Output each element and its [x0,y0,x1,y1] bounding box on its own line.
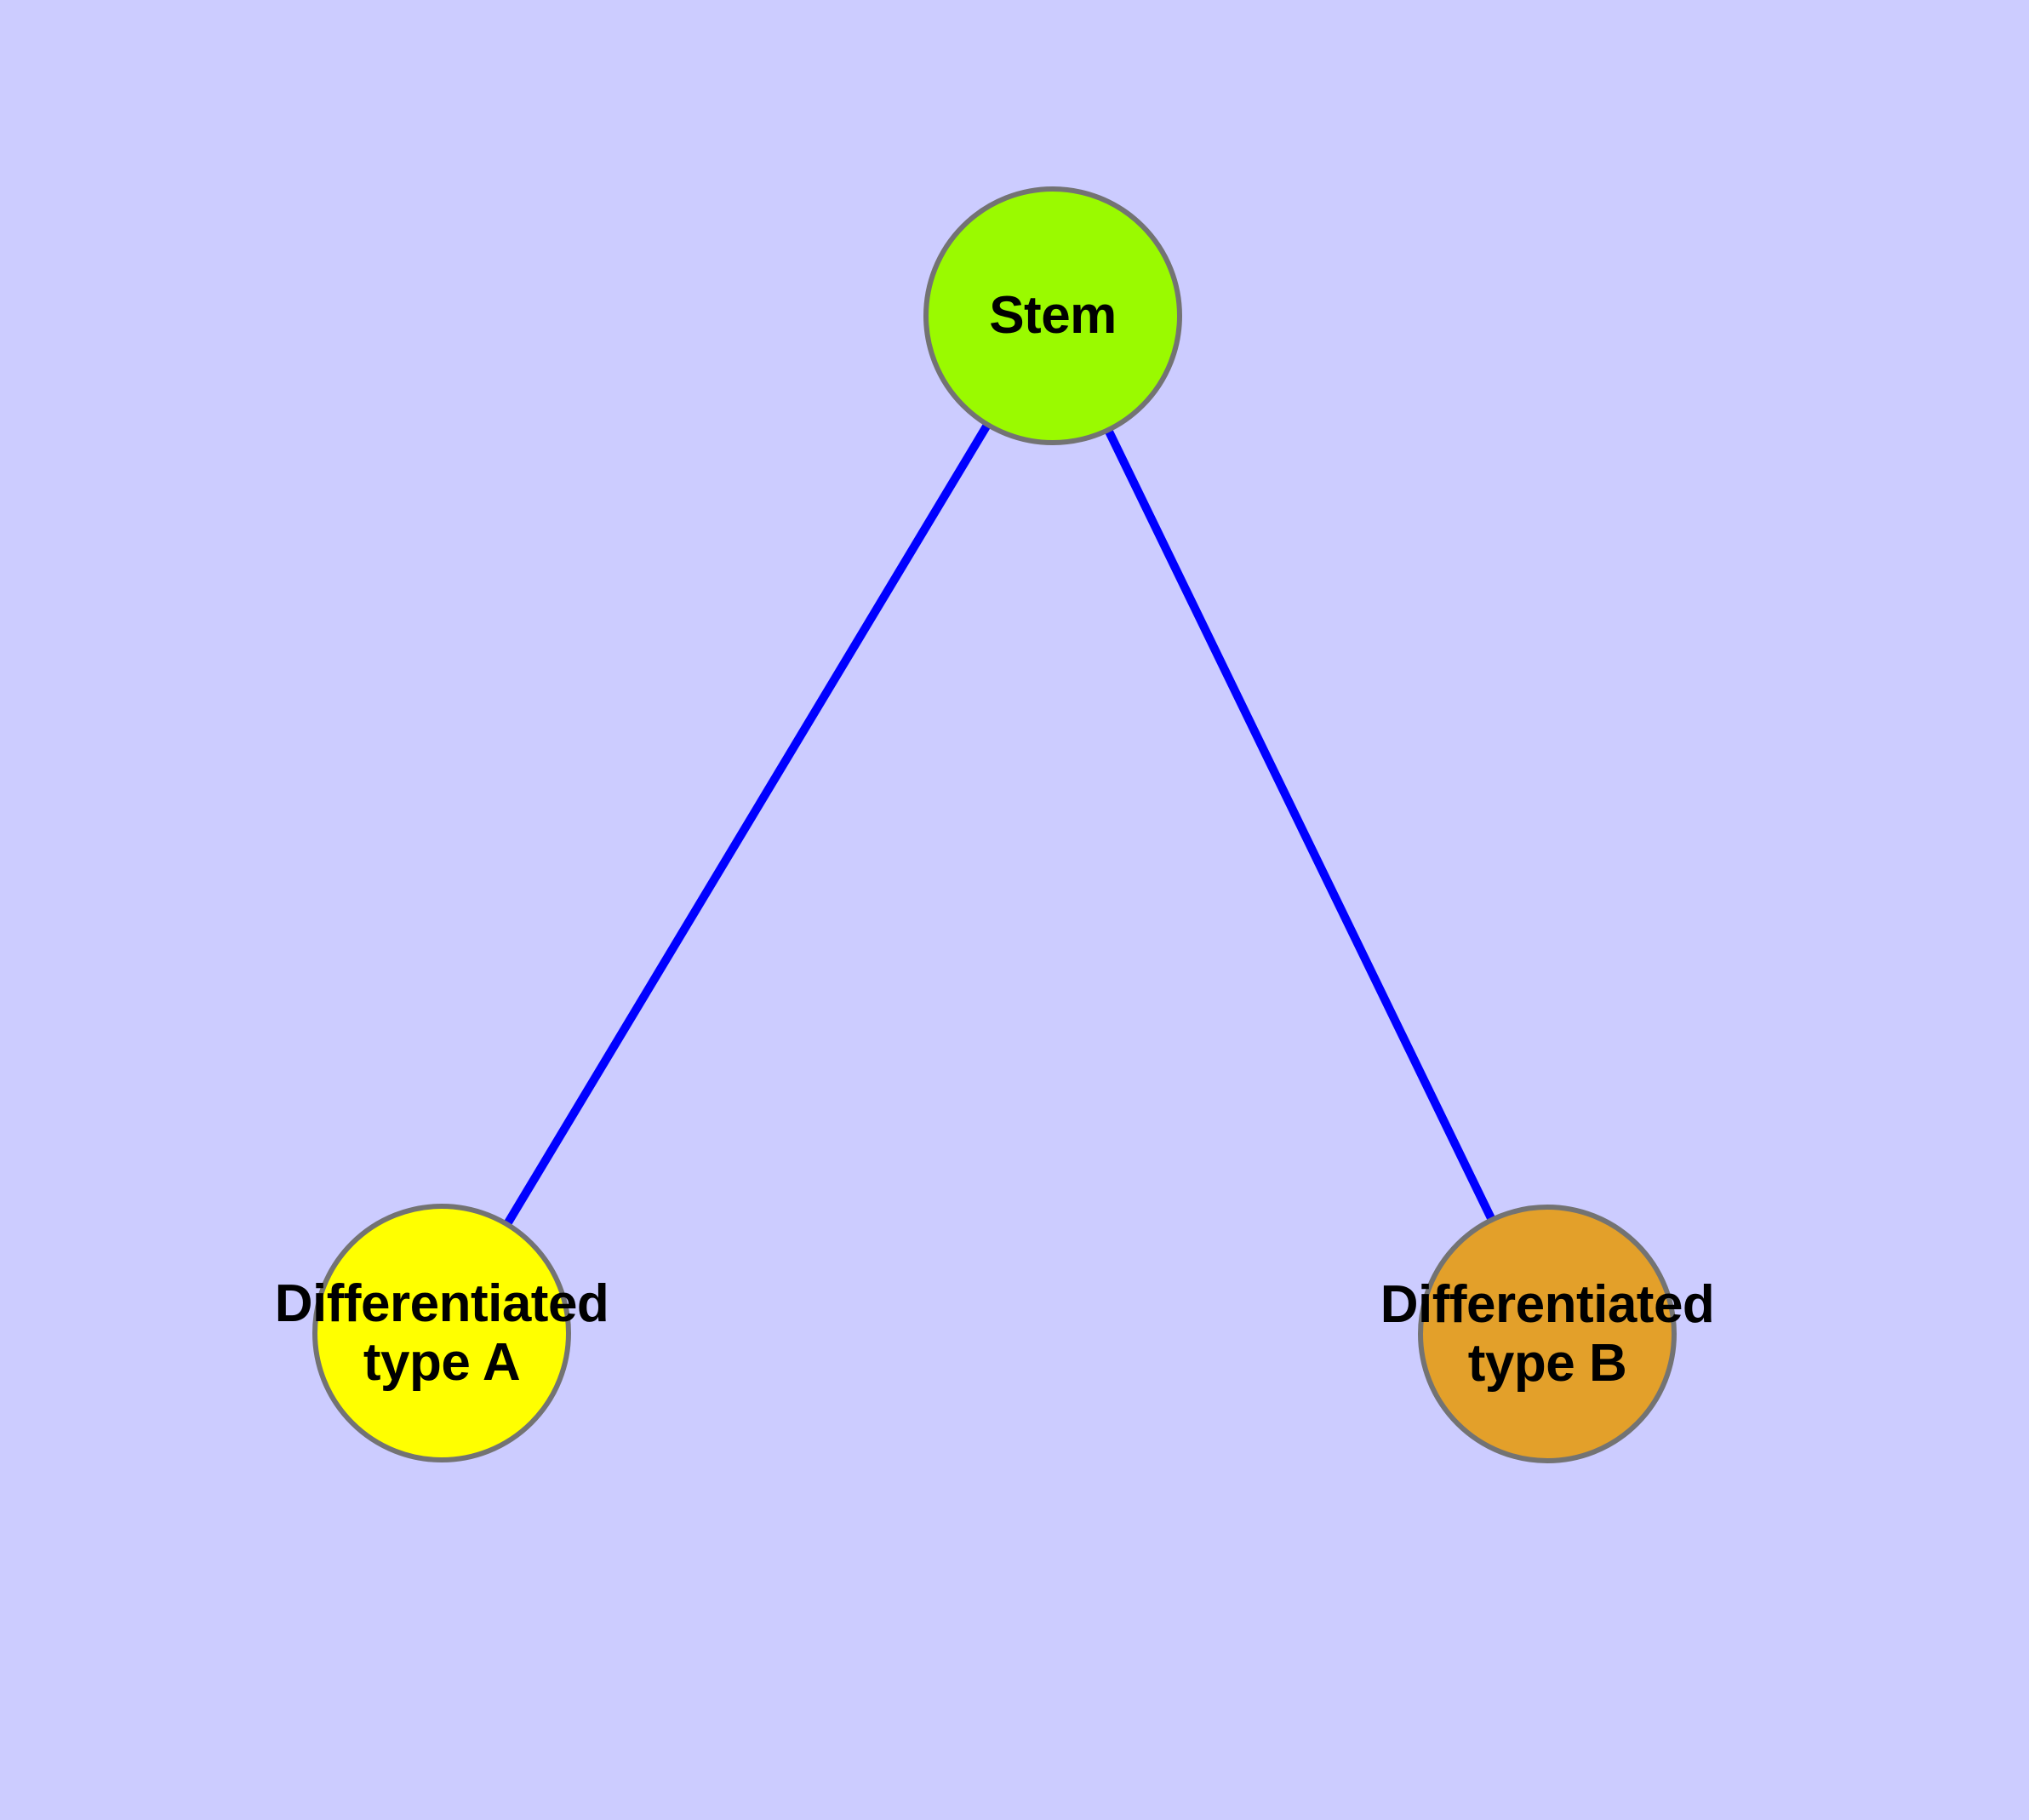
edge-stem-to-diff-b [1105,428,1495,1222]
node-stem[interactable] [923,186,1182,445]
edge-stem-to-diff-a [503,423,992,1226]
node-differentiated-type-b[interactable] [1418,1205,1677,1463]
node-differentiated-type-a[interactable] [312,1204,571,1462]
